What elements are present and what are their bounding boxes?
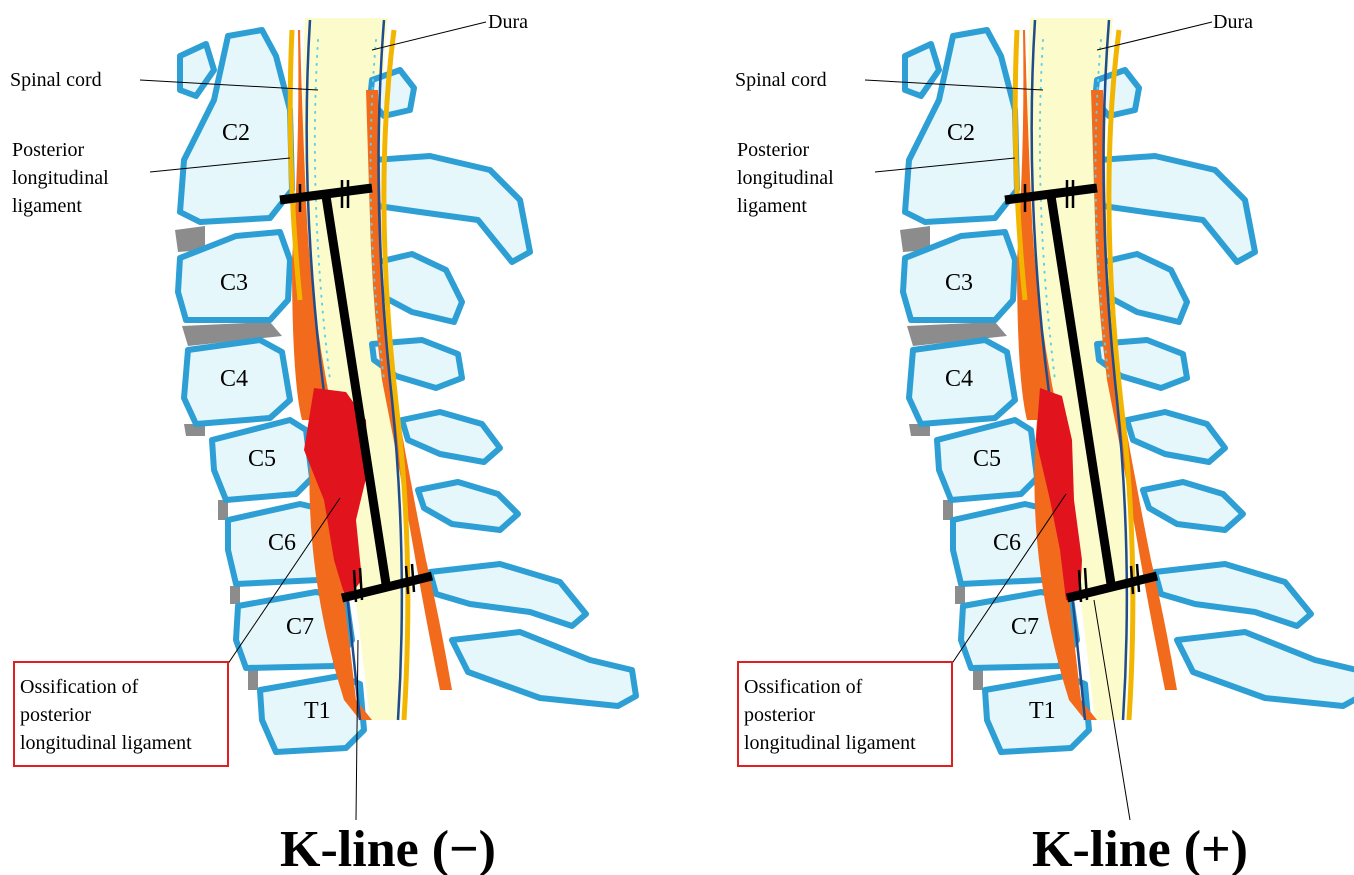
label-pll-line3: ligament xyxy=(737,195,807,217)
label-pll-line1: Posterior xyxy=(12,139,85,161)
label-opll-line2: posterior xyxy=(744,704,815,726)
vertebra-label-c7: C7 xyxy=(286,614,314,640)
vertebra-label-t1: T1 xyxy=(1029,698,1056,724)
label-pll-line3: ligament xyxy=(12,195,82,217)
label-pll-line2: longitudinal xyxy=(12,167,109,189)
label-opll-line1: Ossification of xyxy=(744,676,863,698)
vertebra-label-c4: C4 xyxy=(945,366,973,392)
label-opll-line3: longitudinal ligament xyxy=(744,732,916,754)
vertebra-label-c3: C3 xyxy=(220,270,248,296)
label-opll-line1: Ossification of xyxy=(20,676,139,698)
vertebra-label-c6: C6 xyxy=(993,530,1021,556)
dura-leader xyxy=(1097,22,1212,50)
tick-mark xyxy=(1137,564,1139,592)
label-opll-line3: longitudinal ligament xyxy=(20,732,192,754)
label-opll-line2: posterior xyxy=(20,704,91,726)
vertebra-label-c5: C5 xyxy=(248,446,276,472)
label-dura: Dura xyxy=(488,11,528,33)
dura-leader xyxy=(372,22,486,50)
vertebra-label-c5: C5 xyxy=(973,446,1001,472)
vertebra-label-c2: C2 xyxy=(947,120,975,146)
vertebra-label-c2: C2 xyxy=(222,120,250,146)
label-spinal-cord: Spinal cord xyxy=(10,69,102,91)
vertebra-label-t1: T1 xyxy=(304,698,331,724)
label-pll-line1: Posterior xyxy=(737,139,810,161)
vertebra-label-c3: C3 xyxy=(945,270,973,296)
figure-title-k-line-negative: K-line (−) xyxy=(280,821,496,875)
vertebra-label-c7: C7 xyxy=(1011,614,1039,640)
label-dura: Dura xyxy=(1213,11,1253,33)
figure-right: Dura Spinal cord Posterior longitudinal … xyxy=(735,11,1354,875)
vertebra-label-c4: C4 xyxy=(220,366,248,392)
label-spinal-cord: Spinal cord xyxy=(735,69,827,91)
label-pll-line2: longitudinal xyxy=(737,167,834,189)
vertebra-label-c6: C6 xyxy=(268,530,296,556)
figure-left: Dura Spinal cord Posterior longitudinal … xyxy=(10,11,636,875)
tick-mark xyxy=(412,564,414,592)
figure-title-k-line-positive: K-line (+) xyxy=(1032,821,1248,875)
